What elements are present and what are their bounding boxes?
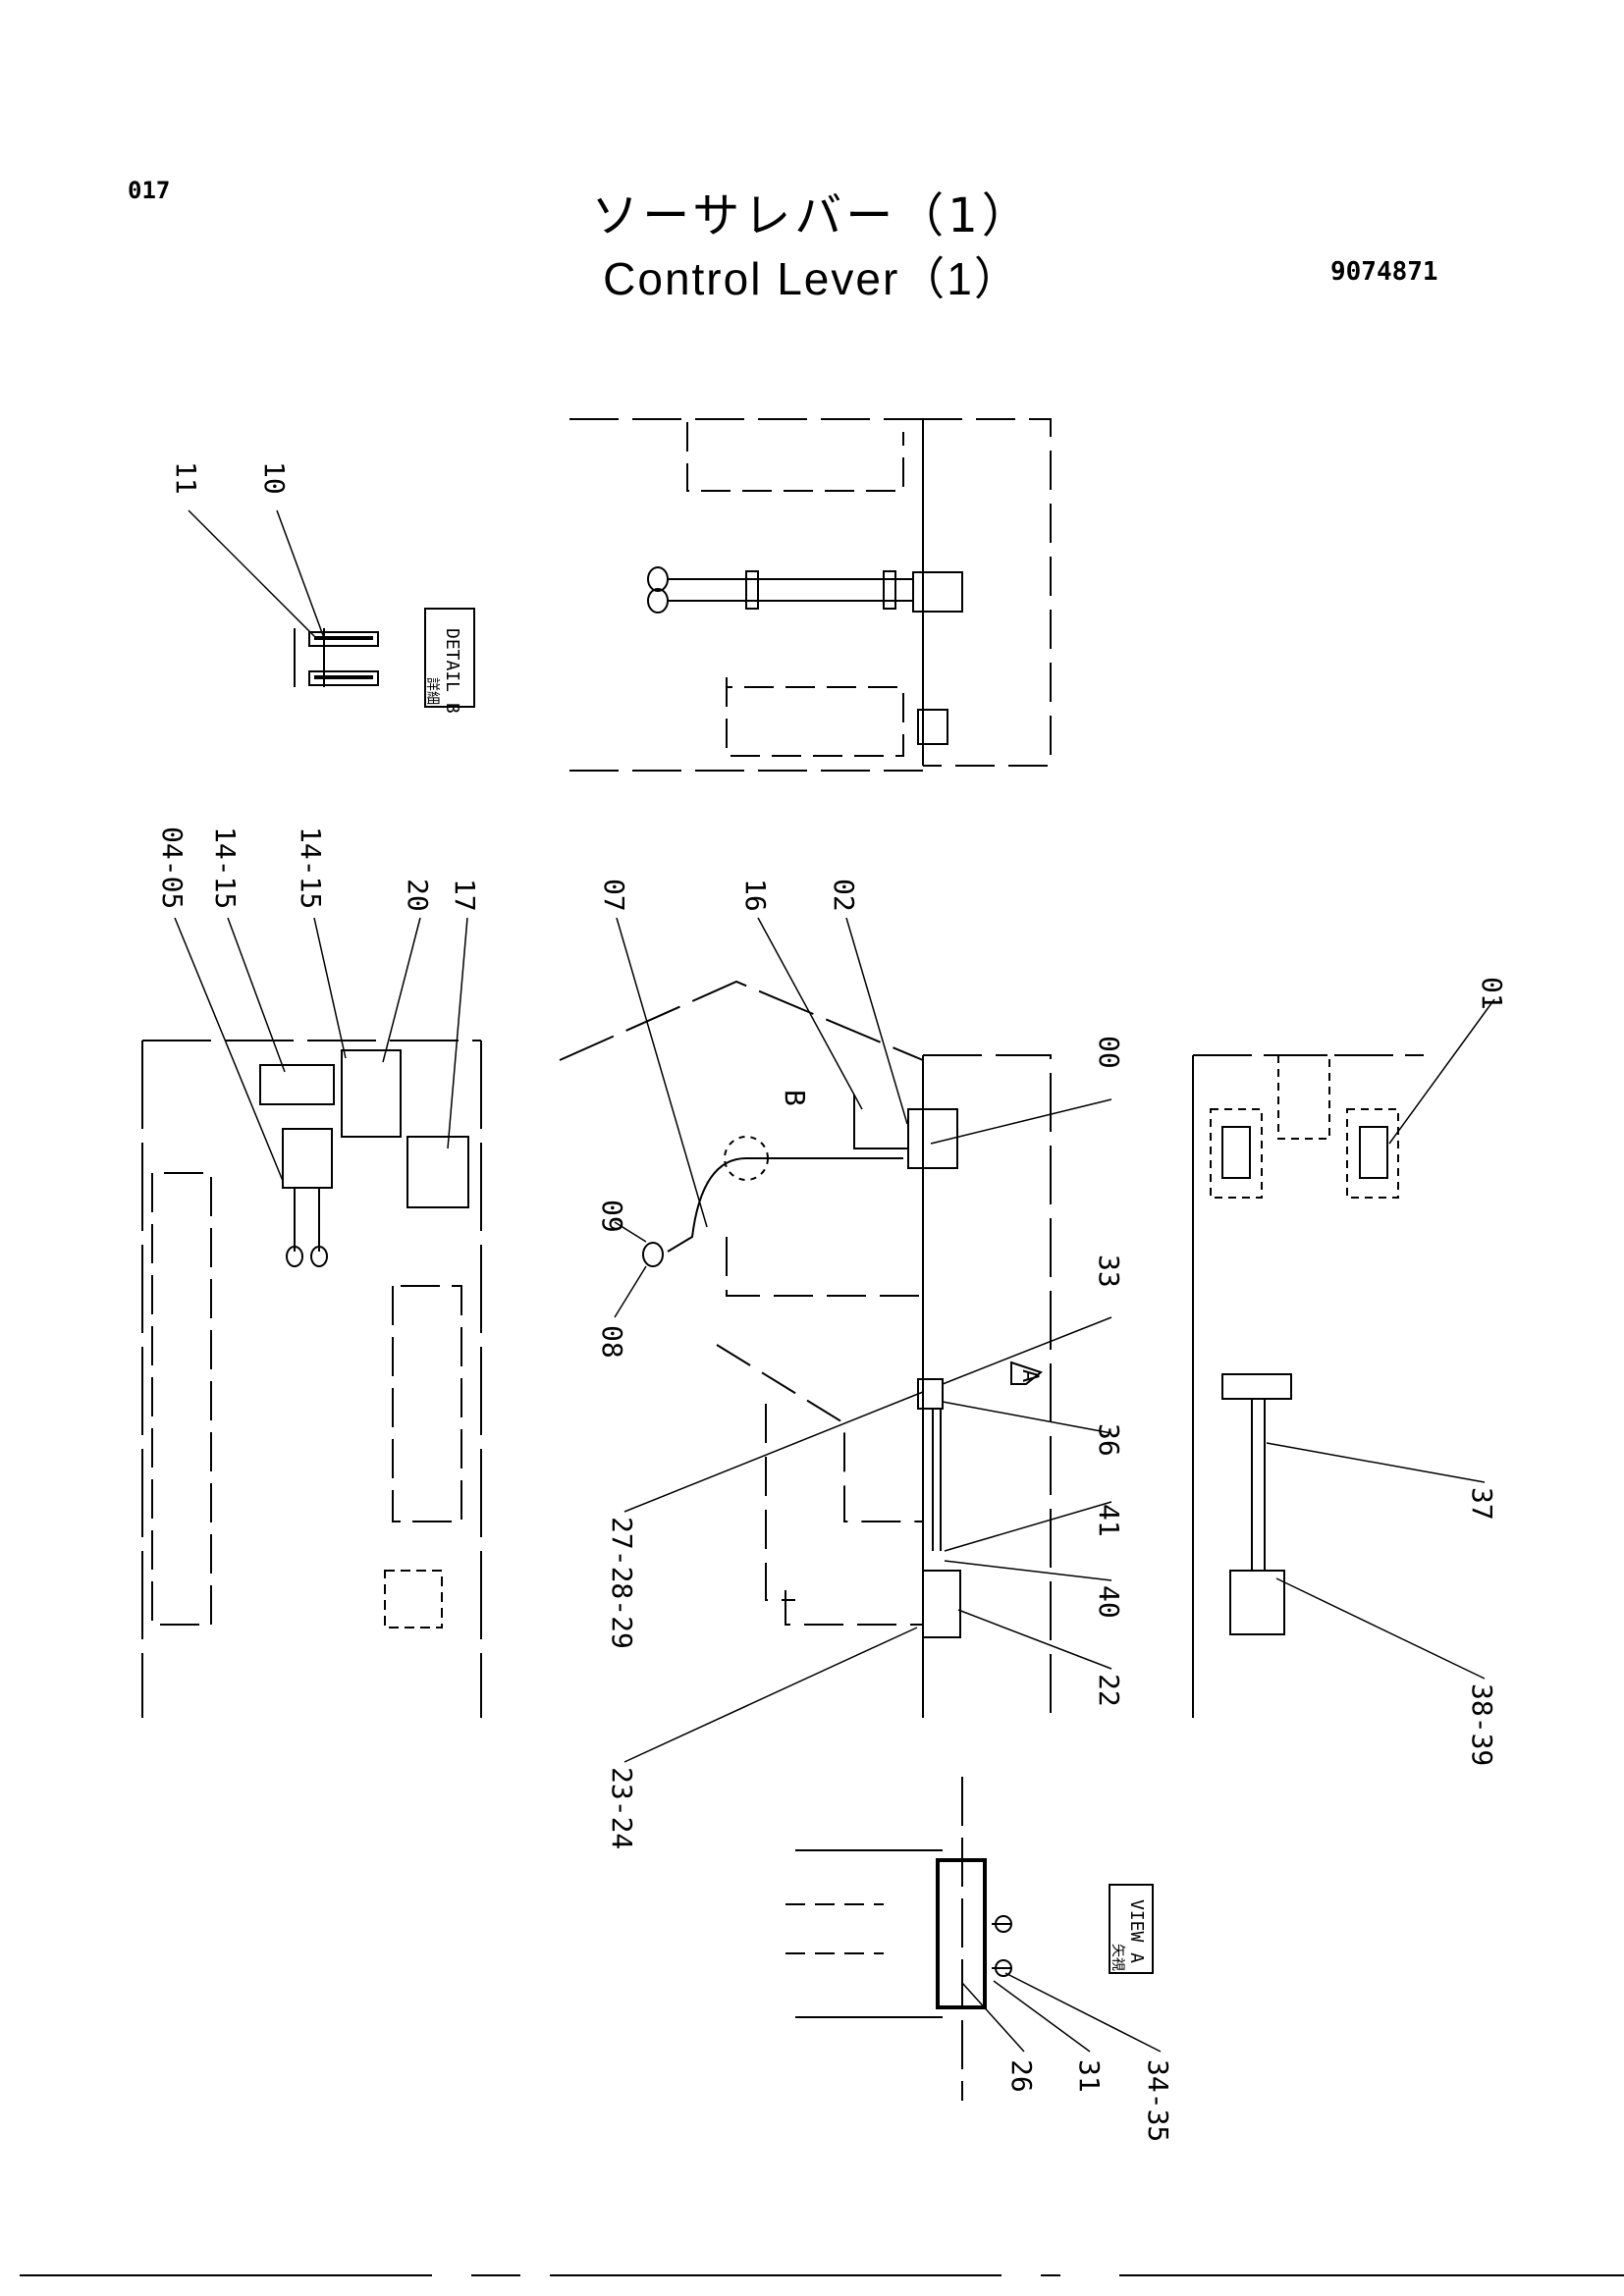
callout-23-24: 23-24 xyxy=(606,1767,638,1849)
callout-37: 37 xyxy=(1466,1487,1498,1521)
callout-27-28-29: 27-28-29 xyxy=(606,1517,638,1649)
callout-09: 09 xyxy=(596,1200,628,1233)
callout-33: 33 xyxy=(1093,1255,1125,1288)
callout-04-05: 04-05 xyxy=(156,827,189,909)
callout-10: 10 xyxy=(258,461,291,495)
callout-17: 17 xyxy=(449,879,481,912)
callout-20: 20 xyxy=(402,879,434,912)
callout-34-35: 34-35 xyxy=(1142,2059,1174,2142)
title-english: Control Lever（1） xyxy=(603,253,1021,304)
callout-22: 22 xyxy=(1093,1674,1125,1707)
marker-a: A xyxy=(1017,1369,1042,1382)
detail-b-jp-label: 詳細 xyxy=(424,677,440,705)
callout-01: 01 xyxy=(1476,977,1508,1010)
callout-labels: 11 10 04-05 14-15 14-15 20 17 07 16 02 0… xyxy=(156,461,1508,2142)
page-number: 017 xyxy=(128,177,171,204)
detail-b-drawing xyxy=(294,608,475,708)
callout-00: 00 xyxy=(1093,1036,1125,1069)
callout-08: 08 xyxy=(596,1325,628,1359)
marker-b: B xyxy=(779,1090,811,1106)
part-number: 9074871 xyxy=(1330,257,1438,287)
top-side-view xyxy=(569,418,1052,772)
callout-14-15-a: 14-15 xyxy=(209,827,242,909)
view-a-label: VIEW A xyxy=(1126,1899,1147,1963)
callout-14-15-b: 14-15 xyxy=(295,827,327,909)
callout-11: 11 xyxy=(170,461,202,495)
view-a-jp-label: 矢視 xyxy=(1110,1944,1125,1971)
callout-02: 02 xyxy=(828,879,860,912)
left-plan-view xyxy=(141,1040,482,1718)
callout-41: 41 xyxy=(1093,1504,1125,1537)
center-main-view xyxy=(559,980,1052,1718)
right-plan-view xyxy=(1192,1054,1424,1718)
leader-lines xyxy=(174,509,1495,2053)
callout-07: 07 xyxy=(598,879,630,912)
callout-36: 36 xyxy=(1093,1423,1125,1457)
view-a-drawing xyxy=(785,1777,1154,2101)
view-labels: DETAIL B 詳細 VIEW A 矢視 B A xyxy=(424,628,1147,1971)
callout-26: 26 xyxy=(1005,2059,1038,2093)
callout-38-39: 38-39 xyxy=(1466,1683,1498,1766)
title-japanese: ソーサレバー（1） xyxy=(591,188,1033,243)
detail-b-label: DETAIL B xyxy=(442,628,462,714)
callout-31: 31 xyxy=(1073,2059,1106,2093)
callout-16: 16 xyxy=(739,879,772,912)
callout-40: 40 xyxy=(1093,1585,1125,1619)
